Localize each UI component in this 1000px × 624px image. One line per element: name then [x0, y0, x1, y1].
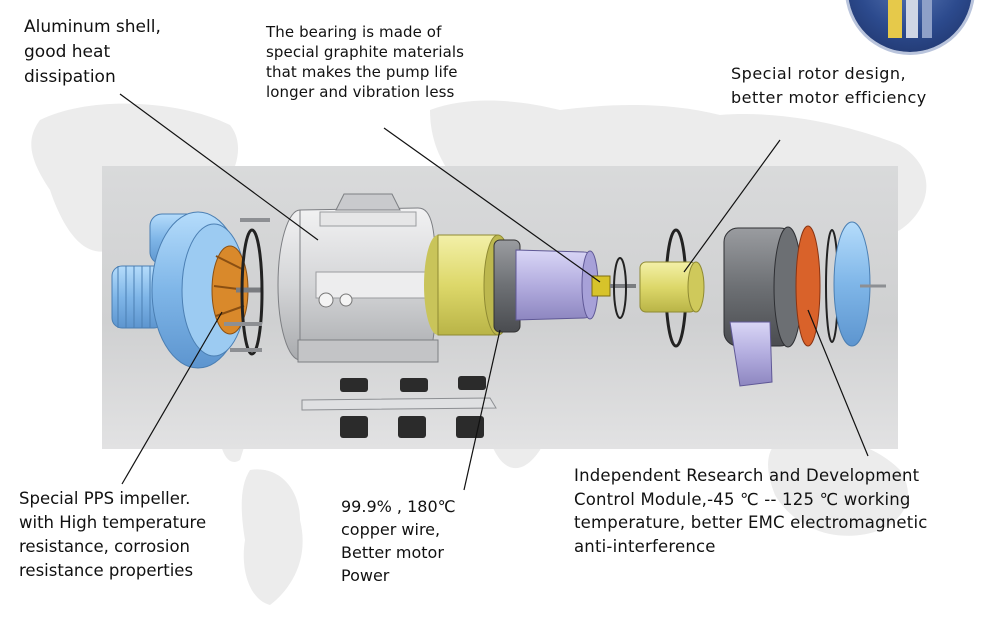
logo-stripe: [906, 0, 918, 38]
control-housing: [723, 226, 803, 387]
leader-impeller: [121, 311, 223, 485]
logo-stripe: [888, 0, 902, 38]
leader-copper-wire: [463, 329, 501, 491]
impeller: [211, 245, 262, 335]
control-module: [795, 225, 821, 347]
label-pps-impeller: Special PPS impeller. with High temperat…: [19, 489, 207, 580]
leader-aluminum-shell: [119, 93, 319, 241]
bolts: [224, 218, 270, 352]
leader-bearing: [383, 127, 601, 283]
label-control-module: Independent Research and Development Con…: [574, 466, 928, 556]
label-aluminum-shell: Aluminum shell, good heat dissipation: [24, 17, 161, 87]
o-ring: [240, 228, 264, 356]
shaft-bearing: [591, 257, 636, 319]
label-bearing: The bearing is made of special graphite …: [266, 23, 465, 101]
mounting-parts: [301, 376, 497, 438]
rotor-can: [515, 249, 599, 321]
label-copper-wire: 99.9% , 180℃ copper wire, Better motor P…: [341, 497, 456, 585]
label-rotor-design: Special rotor design, better motor effic…: [731, 64, 927, 107]
logo-stripe: [922, 0, 932, 38]
rotor-magnet: [639, 261, 705, 313]
leader-rotor: [683, 139, 781, 273]
leader-lines: [119, 93, 869, 491]
aluminum-shell: [277, 193, 439, 363]
leader-control-module: [807, 309, 869, 457]
end-cover: [825, 221, 886, 347]
